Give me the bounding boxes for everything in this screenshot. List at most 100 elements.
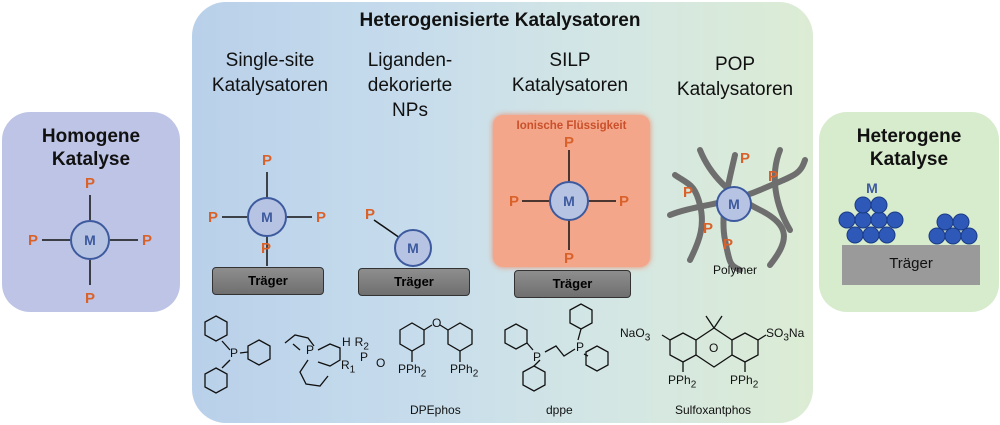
metal-label: M [84, 232, 96, 248]
sulfoxantphos-pph2-right: PPh2 [730, 373, 758, 390]
column-title-line1: Liganden- [367, 50, 453, 71]
r2-sub: 2 [363, 341, 369, 353]
pph2-text: PPh [450, 362, 473, 376]
column-title-line2: Katalysatoren [511, 75, 629, 96]
ligand-p-label: P [28, 232, 39, 249]
h-atom: H [342, 335, 351, 349]
sulfoxantphos-so3na: SO3Na [766, 326, 804, 343]
metal-label: M [728, 196, 740, 212]
so3na-pre: SO [766, 326, 784, 340]
ligand-p-label: P [261, 240, 272, 257]
support-block: Träger [212, 267, 324, 295]
column-title-line1: Single-site [225, 50, 315, 71]
main-title: Heterogenisierte Katalysatoren [359, 10, 641, 31]
ligand-p-label: P [619, 193, 630, 210]
hetero-support-block [842, 245, 980, 285]
triphenylphosphine-structure [204, 315, 271, 394]
ligand-p-label: P [262, 152, 273, 169]
ligand-p-label: P [703, 220, 714, 237]
pph3-p-atom: P [230, 346, 239, 360]
dpephos-name: DPEphos [410, 403, 461, 417]
sulfoxantphos-o-atom: O [709, 341, 719, 355]
pph2-text: PPh [668, 373, 691, 387]
metal-label: M [563, 193, 575, 209]
metal-label: M [407, 240, 419, 256]
homogeneous-title-line2: Katalyse [51, 149, 131, 170]
support-block: Träger [514, 270, 631, 298]
ligand-p-label: P [768, 168, 779, 185]
tricyclohexylphosphine-structure [284, 334, 341, 387]
pph2-sub: 2 [472, 368, 479, 380]
dppe-p-atom: P [533, 350, 542, 364]
pph2-sub: 2 [752, 379, 759, 391]
hetero-support-label: Träger [889, 255, 933, 272]
pph2-sub: 2 [690, 379, 697, 391]
phosphine-oxide-p: P [360, 350, 369, 364]
ligand-p-label: P [365, 206, 376, 223]
heterogeneous-title-line2: Katalyse [869, 149, 949, 170]
homogeneous-complex [42, 195, 138, 285]
column-title-line1: POP [714, 54, 756, 75]
ligand-p-label: P [564, 134, 575, 151]
single-site-complex [222, 172, 312, 266]
phosphine-oxide-o: O [376, 356, 386, 370]
ligand-p-label: P [683, 184, 694, 201]
ligand-p-label: P [740, 150, 751, 167]
phosphine-oxide-r1: R1 [341, 358, 355, 375]
hetero-metal-label: M [866, 180, 878, 196]
sulfoxantphos-structure [661, 315, 767, 372]
support-block: Träger [358, 268, 470, 296]
dppe-structure [504, 303, 609, 392]
column-title-line1: SILP [549, 50, 591, 71]
so3na-post: Na [788, 326, 805, 340]
pph2-text: PPh [398, 362, 421, 376]
ligand-p-label: P [316, 209, 327, 226]
ligand-p-label: P [208, 209, 219, 226]
sulfoxantphos-naso3: NaO3P [620, 326, 650, 343]
so3na-sub: 3 [783, 332, 789, 344]
column-title-line2: Katalysatoren [676, 79, 794, 100]
pph2-text: PPh [730, 373, 753, 387]
column-title-single-site: Single-site Katalysatoren [200, 48, 340, 98]
polymer-network [667, 147, 808, 273]
column-title-pop: POP Katalysatoren [655, 52, 815, 102]
metal-label: M [261, 209, 273, 225]
dpephos-o-atom: O [432, 316, 442, 330]
heterogeneous-title: Heterogene Katalyse [819, 125, 999, 171]
homogeneous-catalysis-panel [2, 112, 180, 312]
r2-letter: R [354, 335, 364, 349]
dpephos-pph2-right: PPh2 [450, 362, 478, 379]
silp-complex [522, 150, 616, 250]
column-title-ligand-nps: Liganden- dekorierte NPs [345, 48, 475, 123]
homogeneous-title: Homogene Katalyse [2, 125, 180, 171]
ligand-p-label: P [85, 290, 96, 307]
sulfoxantphos-name: Sulfoxantphos [675, 403, 752, 417]
naso3-sub: 3 [644, 332, 651, 344]
column-title-line3: NPs [392, 100, 428, 121]
r1-letter: R [341, 358, 350, 372]
ionic-liquid-label: Ionische Flüssigkeit [516, 120, 627, 132]
column-title-line2: dekorierte [367, 75, 453, 96]
pcy3-p-atom: P [306, 343, 315, 357]
column-title-line2: Katalysatoren [211, 75, 329, 96]
ligand-p-label: P [142, 232, 153, 249]
dpephos-pph2-left: PPh2 [398, 362, 426, 379]
column-title-silp: SILP Katalysatoren [495, 48, 645, 98]
homogeneous-title-line1: Homogene [41, 126, 141, 147]
nanoparticle-clusters [838, 196, 978, 245]
dppe-name: dppe [546, 403, 573, 417]
ligand-p-label: P [85, 175, 96, 192]
dppe-p-atom: P [576, 340, 585, 354]
pph2-sub: 2 [420, 368, 427, 380]
ligand-p-label: P [723, 236, 734, 253]
pop-metal-center [716, 186, 752, 222]
dpephos-structure [399, 322, 473, 362]
r1-sub: 1 [349, 364, 356, 376]
sulfoxantphos-pph2-left: PPh2 [668, 373, 696, 390]
ligand-p-label: P [509, 193, 520, 210]
naso3-text: NaO [620, 326, 645, 340]
polymer-label: Polymer [712, 263, 757, 277]
heterogeneous-title-line1: Heterogene [856, 126, 962, 147]
